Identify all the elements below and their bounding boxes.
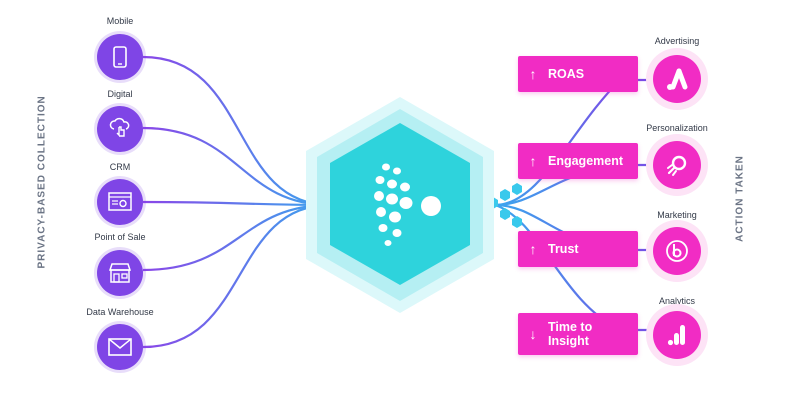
source-label-crm: CRM: [109, 162, 131, 172]
up-arrow-icon: ↑: [529, 153, 537, 169]
source-label-warehouse: Data Warehouse: [86, 307, 154, 317]
action-label: Engagement: [548, 154, 624, 168]
envelope-icon: [108, 338, 132, 356]
source-mobile[interactable]: [97, 34, 143, 80]
connector-digital: [142, 126, 331, 207]
connector-crm: [142, 200, 331, 207]
source-crm[interactable]: [97, 179, 143, 225]
action-trust[interactable]: ↑ Trust: [518, 231, 638, 267]
destination-personalization[interactable]: [646, 134, 708, 196]
up-arrow-icon: ↑: [529, 66, 537, 82]
action-label: Time to Insight: [548, 320, 593, 348]
destination-marketing[interactable]: [646, 220, 708, 282]
down-arrow-icon: ↓: [529, 326, 537, 342]
mobile-phone-icon: [113, 46, 127, 68]
dest-label-advertising: Advertising: [654, 36, 700, 46]
dest-label-marketing: Marketing: [657, 210, 697, 220]
dot-cluster-logo-icon: [374, 163, 441, 246]
destination-analytics[interactable]: [646, 304, 708, 366]
dest-label-personalization: Personalization: [646, 123, 708, 133]
node-hex-4: [512, 183, 522, 195]
source-label-digital: Digital: [107, 89, 133, 99]
connector-pos: [142, 203, 331, 272]
dest-label-analytics: Analytics: [658, 296, 695, 306]
source-label-mobile: Mobile: [106, 16, 134, 26]
action-roas[interactable]: ↑ ROAS: [518, 56, 638, 92]
connector-mobile: [142, 55, 331, 207]
analytics-bars-icon: [667, 325, 685, 346]
node-hex-3: [500, 208, 510, 220]
destination-advertising[interactable]: [646, 48, 708, 110]
connector-warehouse: [142, 203, 331, 349]
storefront-icon: [108, 263, 132, 283]
action-engagement[interactable]: ↑ Engagement: [518, 143, 638, 179]
action-label: ROAS: [548, 67, 585, 81]
browser-gear-icon: [108, 192, 132, 211]
advertising-logo-icon: [667, 68, 688, 90]
action-time-to-insight[interactable]: ↓ Time to Insight: [518, 313, 638, 355]
marketing-logo-icon: [666, 240, 688, 262]
left-axis-label: PRIVACY-BASED COLLECTION: [36, 95, 48, 269]
action-label: Trust: [548, 242, 579, 256]
central-hub: [306, 97, 494, 313]
source-point-of-sale[interactable]: [97, 250, 143, 296]
source-data-warehouse[interactable]: [97, 324, 143, 370]
source-digital[interactable]: [97, 106, 143, 152]
up-arrow-icon: ↑: [529, 241, 537, 257]
source-label-pos: Point of Sale: [94, 232, 146, 242]
personalization-logo-icon: [667, 155, 687, 176]
cloud-click-icon: [109, 117, 130, 137]
right-axis-label: ACTION TAKEN: [734, 155, 746, 242]
node-hex-2: [500, 189, 510, 201]
node-hex-5: [512, 216, 522, 228]
